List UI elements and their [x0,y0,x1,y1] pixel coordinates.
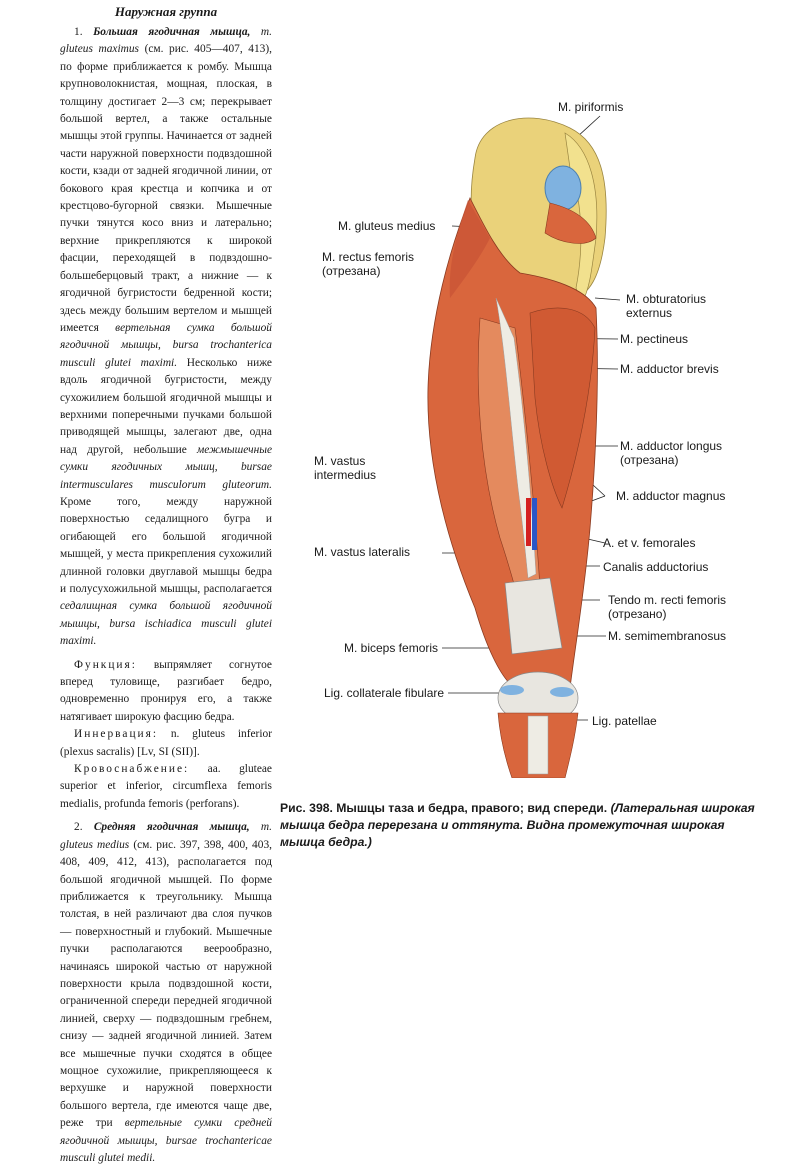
femoral-vein [532,498,537,550]
cartilage-left [500,685,524,695]
label-adductor-longus-note: (отрезана) [620,453,679,467]
label-tendo-recti-note: (отрезано) [608,607,667,621]
label-femorales: A. et v. femorales [603,536,696,550]
caption-note: (Латеральная широкая мышца бедра перерез… [280,801,755,849]
label-adductor-magnus: M. adductor magnus [616,489,726,503]
label-vastus-intermedius: M. vastus [314,454,366,468]
label-tendo-recti: Tendo m. recti femoris [608,593,727,607]
ligament-patellae [527,715,549,775]
femoral-artery [526,498,531,546]
section-heading: Наружная группа [114,4,218,19]
label-adductor-longus: M. adductor longus [620,439,723,453]
adductor-muscles [529,307,596,509]
label-rectus-femoris-note: (отрезана) [322,264,381,278]
rectus-tendon [504,577,563,655]
paragraph-innervation: Иннервация: n. gluteus inferior (plexus … [60,728,272,758]
paragraph-function: Функция: выпрямляет согнутое вперед туло… [60,658,272,723]
label-biceps-femoris: M. biceps femoris [344,641,439,655]
text-column: Наружная группа 1. Большая ягодичная мыш… [60,0,272,1167]
paragraph-gluteus-medius: 2. Средняя ягодичная мышца, m. gluteus m… [60,821,272,1164]
cartilage-right [550,687,574,697]
label-gluteus-medius: M. gluteus medius [338,219,436,233]
label-collaterale-fibulare: Lig. collaterale fibulare [324,686,445,700]
piriformis-muscle [544,202,597,244]
paragraph-gluteus-maximus: 1. Большая ягодичная мышца, m. gluteus m… [60,26,273,648]
paragraph-blood-supply: Кровоснабжение: aa. gluteae superior et … [60,763,272,810]
label-obturatorius-externus: externus [626,306,673,320]
anatomy-figure: M. piriformis M. gluteus medius M. rectu… [300,88,778,778]
label-adductor-brevis: M. adductor brevis [620,362,719,376]
label-piriformis: M. piriformis [558,100,624,114]
anatomy-illustration [427,115,621,778]
label-semimembranosus: M. semimembranosus [608,629,727,643]
label-obturatorius: M. obturatorius [626,292,707,306]
label-vastus-intermedius-2: intermedius [314,468,377,482]
label-ligament-patellae: Lig. patellae [592,714,657,728]
label-vastus-lateralis: M. vastus lateralis [314,545,411,559]
figure-caption: Рис. 398. Мышцы таза и бедра, правого; в… [280,800,770,851]
caption-title: Рис. 398. Мышцы таза и бедра, правого; в… [280,801,608,815]
label-rectus-femoris: M. rectus femoris [322,250,415,264]
gluteus-medius-region [449,200,490,298]
label-canalis-adductorius: Canalis adductorius [603,560,709,574]
label-pectineus: M. pectineus [620,332,689,346]
